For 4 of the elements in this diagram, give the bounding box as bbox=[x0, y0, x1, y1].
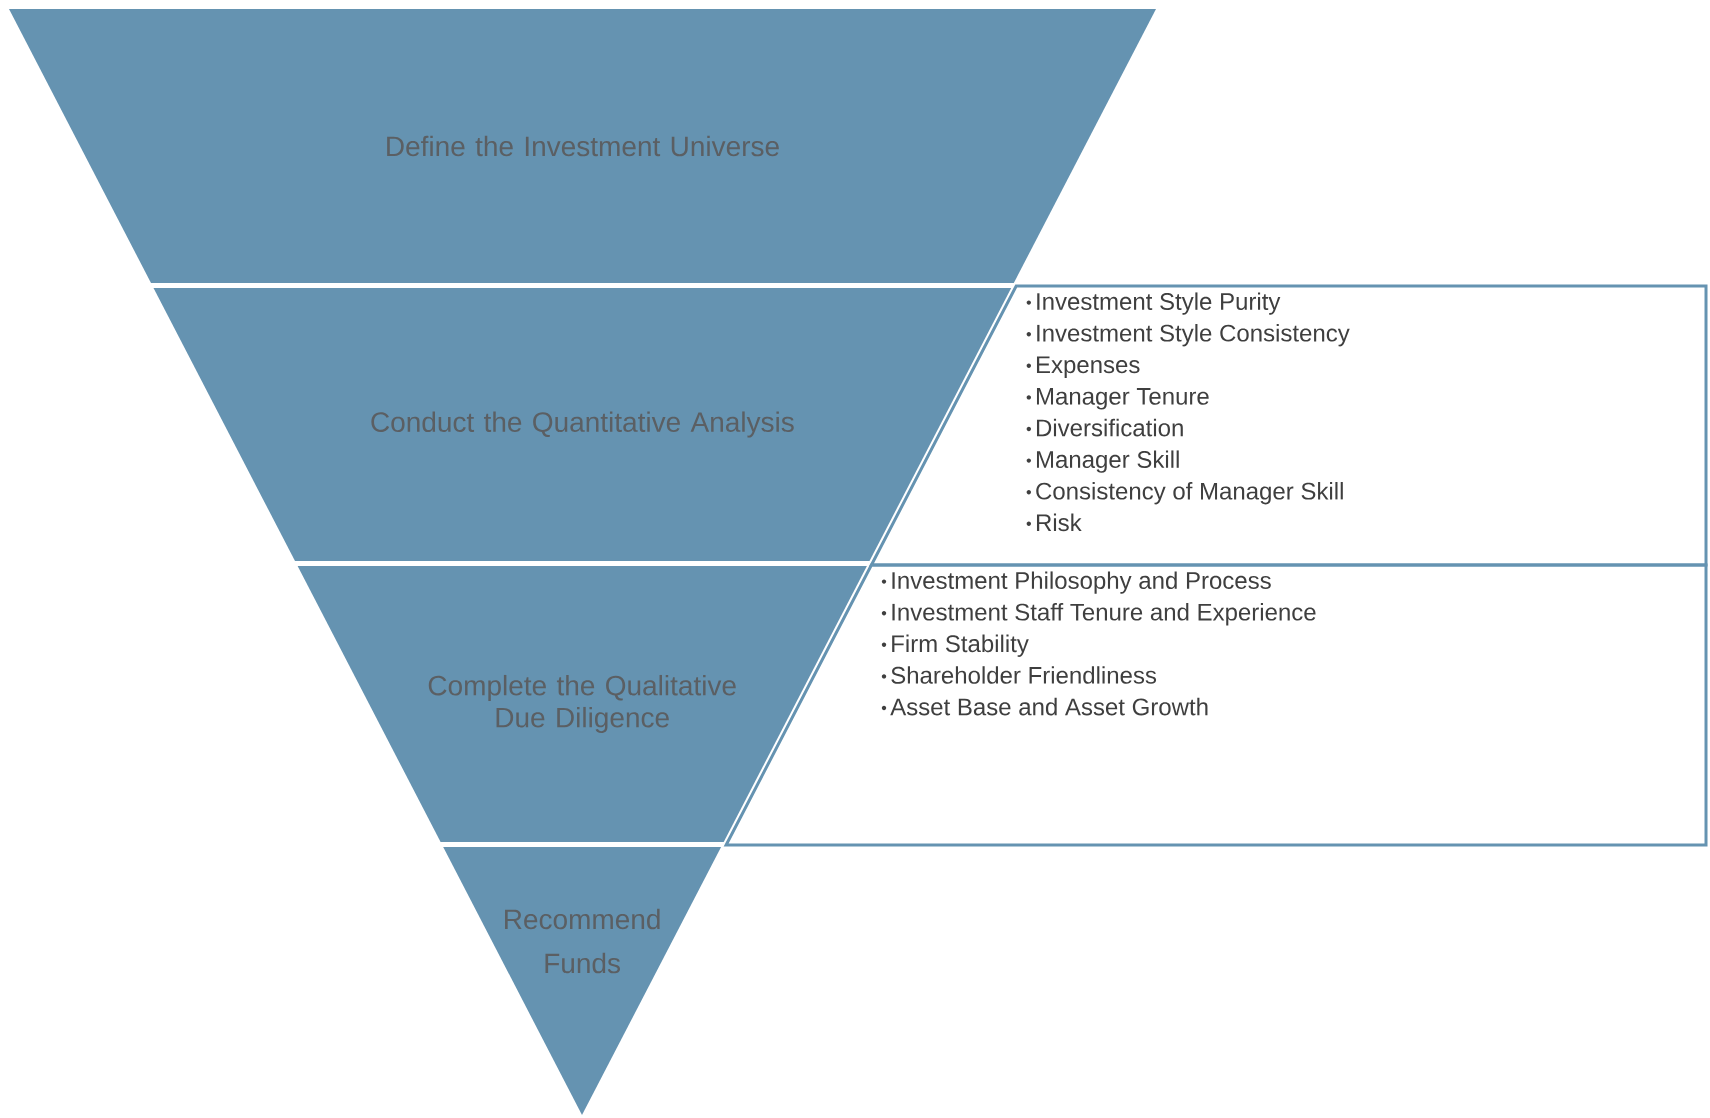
funnel-band: Define the Investment Universe bbox=[9, 9, 1156, 283]
funnel-band: Conduct the Quantitative Analysis bbox=[153, 288, 1012, 561]
funnel-band: Complete the Qualitative Due Diligence bbox=[297, 566, 867, 842]
funnel-band: Recommend Funds bbox=[443, 847, 722, 1115]
